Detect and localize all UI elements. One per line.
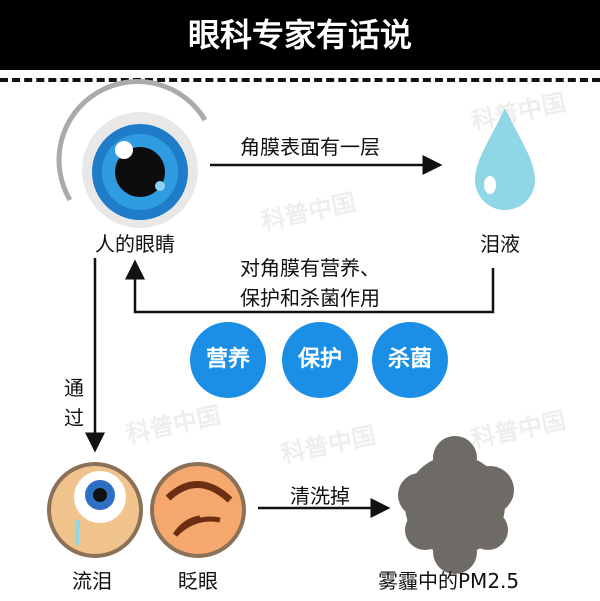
edge-label-eye-to-tears: 角膜表面有一层	[240, 135, 380, 159]
benefit-badge-antibacterial: 杀菌	[372, 322, 448, 398]
eye-icon	[56, 79, 208, 228]
page-title: 眼科专家有话说	[0, 0, 600, 70]
edge-label-tears-back-line1: 对角膜有营养、	[240, 256, 380, 280]
node-blink-label: 眨眼	[178, 569, 218, 593]
benefit-badge-protection: 保护	[282, 322, 358, 398]
tearing-eye-icon	[47, 462, 143, 558]
pm25-cloud-icon	[398, 436, 514, 574]
tear-drop-icon	[475, 108, 535, 210]
node-pm-label: 雾霾中的PM2.5	[378, 569, 520, 593]
edge-label-via-2: 过	[64, 406, 84, 430]
node-tears-label: 泪液	[480, 232, 520, 256]
benefit-badge-nutrition: 营养	[190, 322, 266, 398]
blinking-eye-icon	[150, 462, 246, 558]
edge-label-tears-back-line2: 保护和杀菌作用	[240, 286, 380, 310]
edge-label-wash: 清洗掉	[290, 484, 350, 508]
node-tearing-label: 流泪	[72, 569, 112, 593]
edge-label-via-1: 通	[64, 376, 84, 400]
dashed-divider	[0, 78, 600, 82]
arrow-tears-to-eye	[125, 259, 495, 314]
node-eye-label: 人的眼睛	[95, 232, 175, 256]
